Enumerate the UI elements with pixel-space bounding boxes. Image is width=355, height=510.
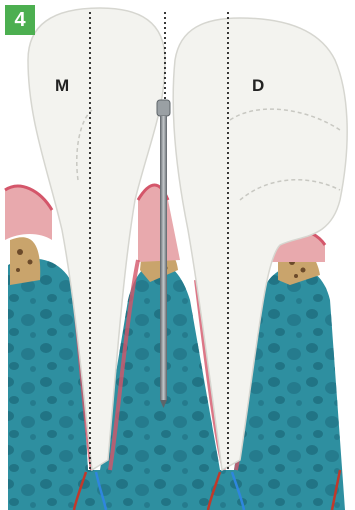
mesial-label: M — [55, 76, 69, 96]
figure-number-badge: 4 — [5, 5, 35, 35]
alveolar-bone — [8, 259, 345, 510]
distal-label: D — [252, 76, 264, 96]
